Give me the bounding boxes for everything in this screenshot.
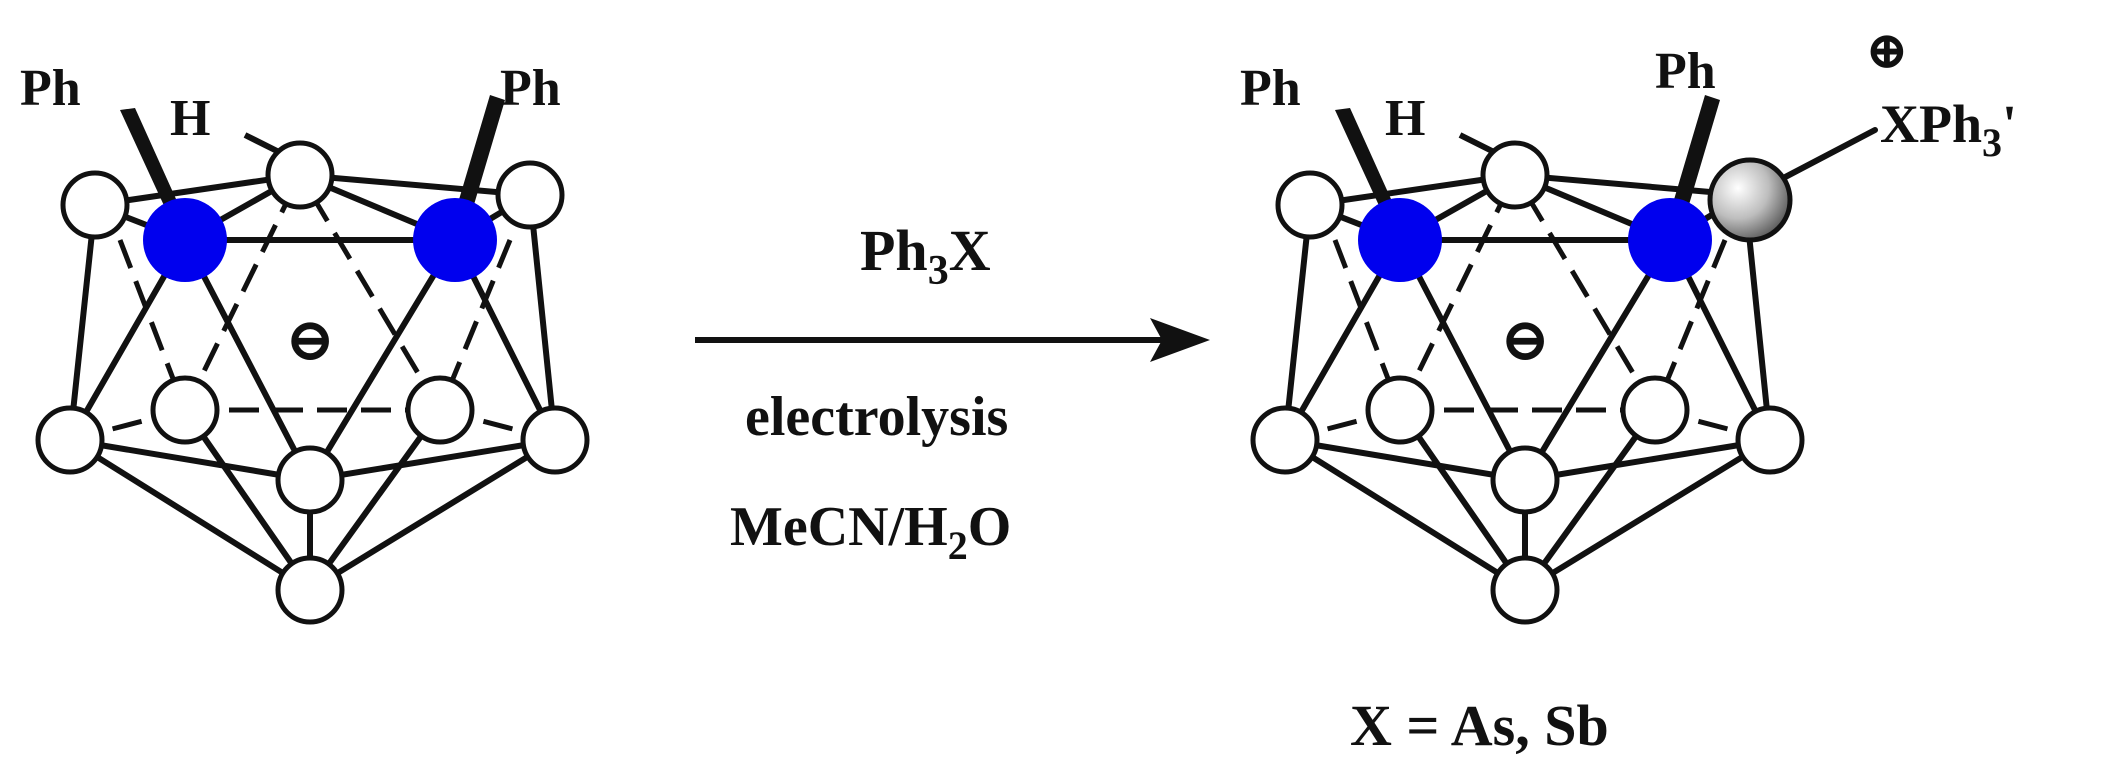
reactant-negative-charge: ⊖ <box>285 307 335 373</box>
boron-vertex <box>520 405 590 475</box>
carbon-vertex-right <box>1628 198 1712 282</box>
product-substituent: XPh3' <box>1880 94 2017 165</box>
boron-vertex <box>405 375 475 445</box>
carbon-vertex-left <box>143 198 227 282</box>
reactant-hydrogen: H <box>170 90 210 147</box>
product-vertices <box>1250 140 1805 625</box>
carbon-vertex-left <box>1358 198 1442 282</box>
reagent-label: Ph3X <box>860 218 991 294</box>
boron-vertex <box>1490 555 1560 625</box>
product-note: X = As, Sb <box>1350 693 1609 758</box>
product-cluster: Ph Ph H ⊖ ⊕ XPh3' <box>1240 23 2017 625</box>
substituted-boron-sphere <box>1707 157 1793 243</box>
boron-vertex <box>1275 170 1345 240</box>
boron-vertex <box>495 160 565 230</box>
boron-vertex <box>1735 405 1805 475</box>
product-ph-left: Ph <box>1240 60 1301 117</box>
boron-vertex <box>1480 140 1550 210</box>
boron-vertex <box>1365 375 1435 445</box>
boron-vertex <box>275 445 345 515</box>
condition-electrolysis: electrolysis <box>745 386 1008 448</box>
boron-vertex <box>1620 375 1690 445</box>
boron-vertex <box>1490 445 1560 515</box>
boron-vertex <box>265 140 335 210</box>
boron-vertex <box>275 555 345 625</box>
reactant-vertices <box>35 140 590 625</box>
condition-solvent: MeCN/H2O <box>730 496 1011 568</box>
product-hydrogen: H <box>1385 90 1425 147</box>
reactant-cluster: Ph Ph H ⊖ <box>20 60 590 625</box>
product-negative-charge: ⊖ <box>1500 307 1550 373</box>
boron-vertex <box>1250 405 1320 475</box>
boron-vertex <box>35 405 105 475</box>
boron-vertex <box>150 375 220 445</box>
reactant-ph-left: Ph <box>20 60 81 117</box>
carbon-vertex-right <box>413 198 497 282</box>
boron-vertex <box>60 170 130 240</box>
reactant-ph-right: Ph <box>500 60 561 117</box>
product-ph-right: Ph <box>1655 43 1716 100</box>
product-positive-charge: ⊕ <box>1865 23 1909 80</box>
reaction-arrow <box>695 318 1210 362</box>
